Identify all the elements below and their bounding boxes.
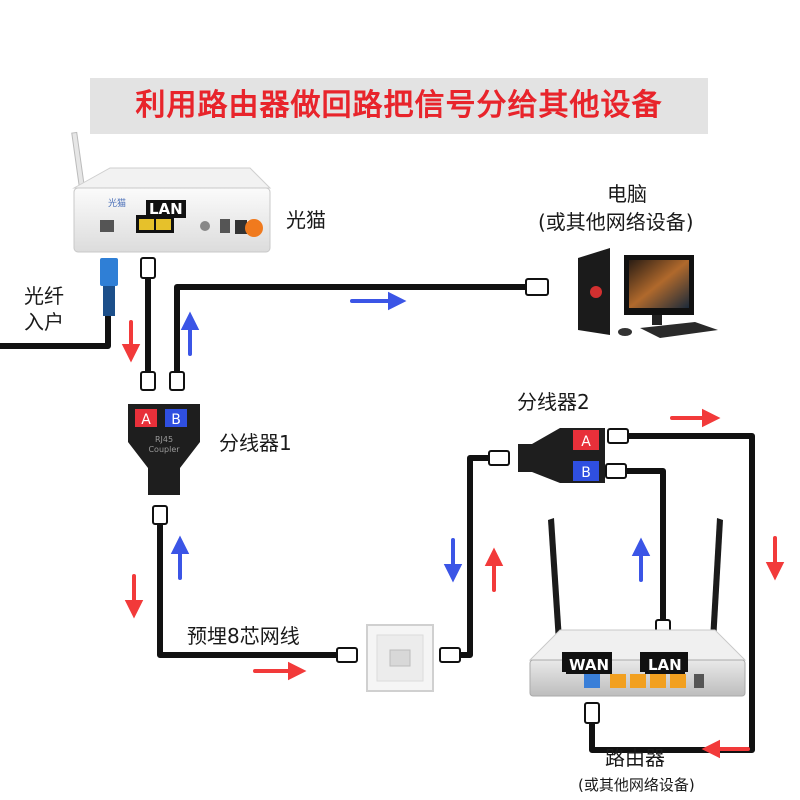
rj45-plug (525, 278, 549, 296)
down-arrow-icon (124, 574, 144, 619)
rj45-plug (169, 371, 185, 391)
right-arrow-icon (253, 661, 307, 681)
left-arrow-icon (701, 739, 750, 759)
up-arrow-icon (170, 535, 190, 580)
cable-splitter1-to-socket (157, 520, 340, 658)
router-lan-port-label: LAN (645, 656, 685, 674)
fiber-cable (0, 310, 111, 349)
up-arrow-icon (484, 547, 504, 592)
network-cables (0, 276, 755, 753)
splitter1-label: 分线器1 (219, 431, 292, 455)
splitter2-label: 分线器2 (517, 390, 590, 414)
router-label: 路由器 (605, 746, 665, 770)
right-arrow-icon (670, 408, 721, 428)
rj45-plug (140, 371, 156, 391)
coupler-text: RJ45 (155, 435, 173, 444)
optical-modem-icon: 光猫 (71, 131, 272, 253)
title-banner: 利用路由器做回路把信号分给其他设备 (90, 78, 708, 134)
rj45-splitter-icon: A B (518, 428, 605, 483)
rj45-plug (605, 463, 627, 479)
port-a-label: A (581, 434, 591, 450)
cable-splitter2-a-to-router-wan (589, 433, 755, 753)
rj45-plug (140, 257, 156, 279)
port-a-label: A (141, 412, 151, 428)
pc-label: 电脑 (607, 182, 647, 206)
fiber-connector-icon (100, 258, 118, 316)
rj45-plug (607, 428, 629, 444)
rj45-plug (336, 647, 358, 663)
svg-text:光猫: 光猫 (108, 197, 126, 209)
router-sublabel: (或其他网络设备) (578, 776, 695, 794)
cable-splitter1-b-to-pc (174, 284, 528, 380)
rj45-splitter-icon: A B RJ45 Coupler (128, 404, 200, 495)
up-arrow-icon (180, 311, 200, 356)
port-b-label: B (581, 465, 591, 481)
down-arrow-icon (765, 536, 785, 581)
rj45-plug (584, 702, 600, 724)
cable-splitter2-b-to-router-lan (620, 468, 666, 622)
signal-direction-arrows (121, 291, 785, 759)
down-arrow-icon (121, 320, 141, 363)
fiber-label-line1: 光纤 (24, 284, 64, 308)
desktop-computer-icon (578, 248, 718, 338)
cable-socket-to-splitter2 (455, 455, 493, 658)
port-b-label: B (171, 412, 181, 428)
rj45-plug (488, 450, 510, 466)
right-arrow-icon (350, 291, 407, 311)
router-wan-port-label: WAN (566, 656, 613, 674)
diagram-title: 利用路由器做回路把信号分给其他设备 (135, 88, 663, 123)
modem-label: 光猫 (286, 208, 326, 232)
up-arrow-icon (631, 537, 651, 582)
cable-label: 预埋8芯网线 (187, 624, 300, 648)
modem-lan-port-label: LAN (146, 200, 186, 218)
wall-socket-icon (366, 624, 434, 692)
down-arrow-icon (443, 538, 463, 583)
rj45-plug (439, 647, 461, 663)
rj45-plug (152, 505, 168, 525)
pc-sublabel: (或其他网络设备) (538, 210, 694, 234)
rj45-plugs (140, 257, 671, 724)
coupler-text: Coupler (148, 445, 180, 454)
fiber-label-line2: 入户 (24, 310, 64, 334)
